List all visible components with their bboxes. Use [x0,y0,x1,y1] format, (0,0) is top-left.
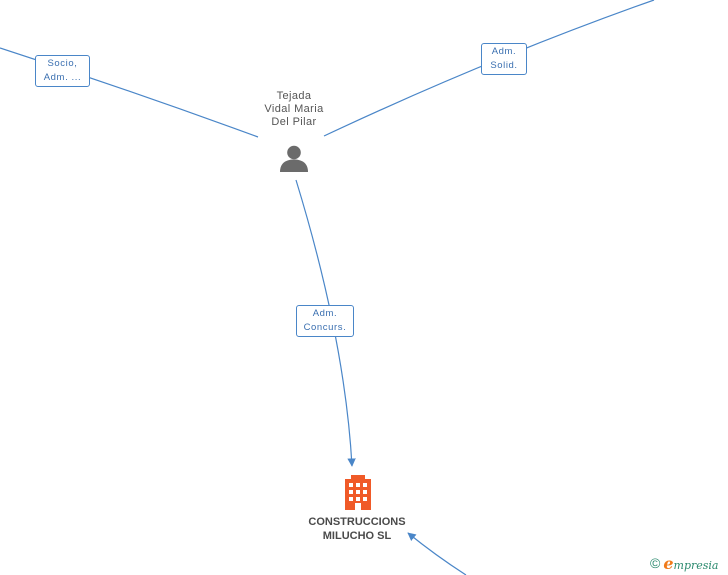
person-icon[interactable] [279,144,309,177]
company-name-line-1: CONSTRUCCIONS [308,516,406,528]
person-name-line-2: Vidal Maria [264,103,324,115]
brand-watermark: © e mpresia [650,554,718,573]
person-name[interactable]: Tejada Vidal Maria Del Pilar [244,90,344,129]
building-icon[interactable] [343,475,373,515]
person-name-line-3: Del Pilar [271,116,317,128]
edge-label-down-line-1: Adm. [312,308,338,319]
edge-label-left-line-2: Adm. ... [43,72,82,83]
edge-label-left-line-1: Socio, [47,58,78,69]
edge-label-down[interactable]: Adm. Concurs. [296,305,354,337]
company-name[interactable]: CONSTRUCCIONS MILUCHO SL [286,515,428,543]
logo-rest: mpresia [673,558,719,572]
edge-left [0,47,259,138]
person-name-line-1: Tejada [276,90,312,102]
edge-label-left[interactable]: Socio, Adm. ... [35,55,90,87]
edge-label-down-line-2: Concurs. [303,322,347,333]
edge-label-right-line-1: Adm. [491,46,517,57]
copyright-symbol: © [650,555,661,571]
logo-first-letter: e [663,553,674,573]
edge-label-right-line-2: Solid. [490,60,518,71]
empresia-logo: e mpresia [663,554,718,573]
edge-label-right[interactable]: Adm. Solid. [481,43,527,75]
edge-bottom-right [407,532,467,575]
company-name-line-2: MILUCHO SL [322,530,392,542]
